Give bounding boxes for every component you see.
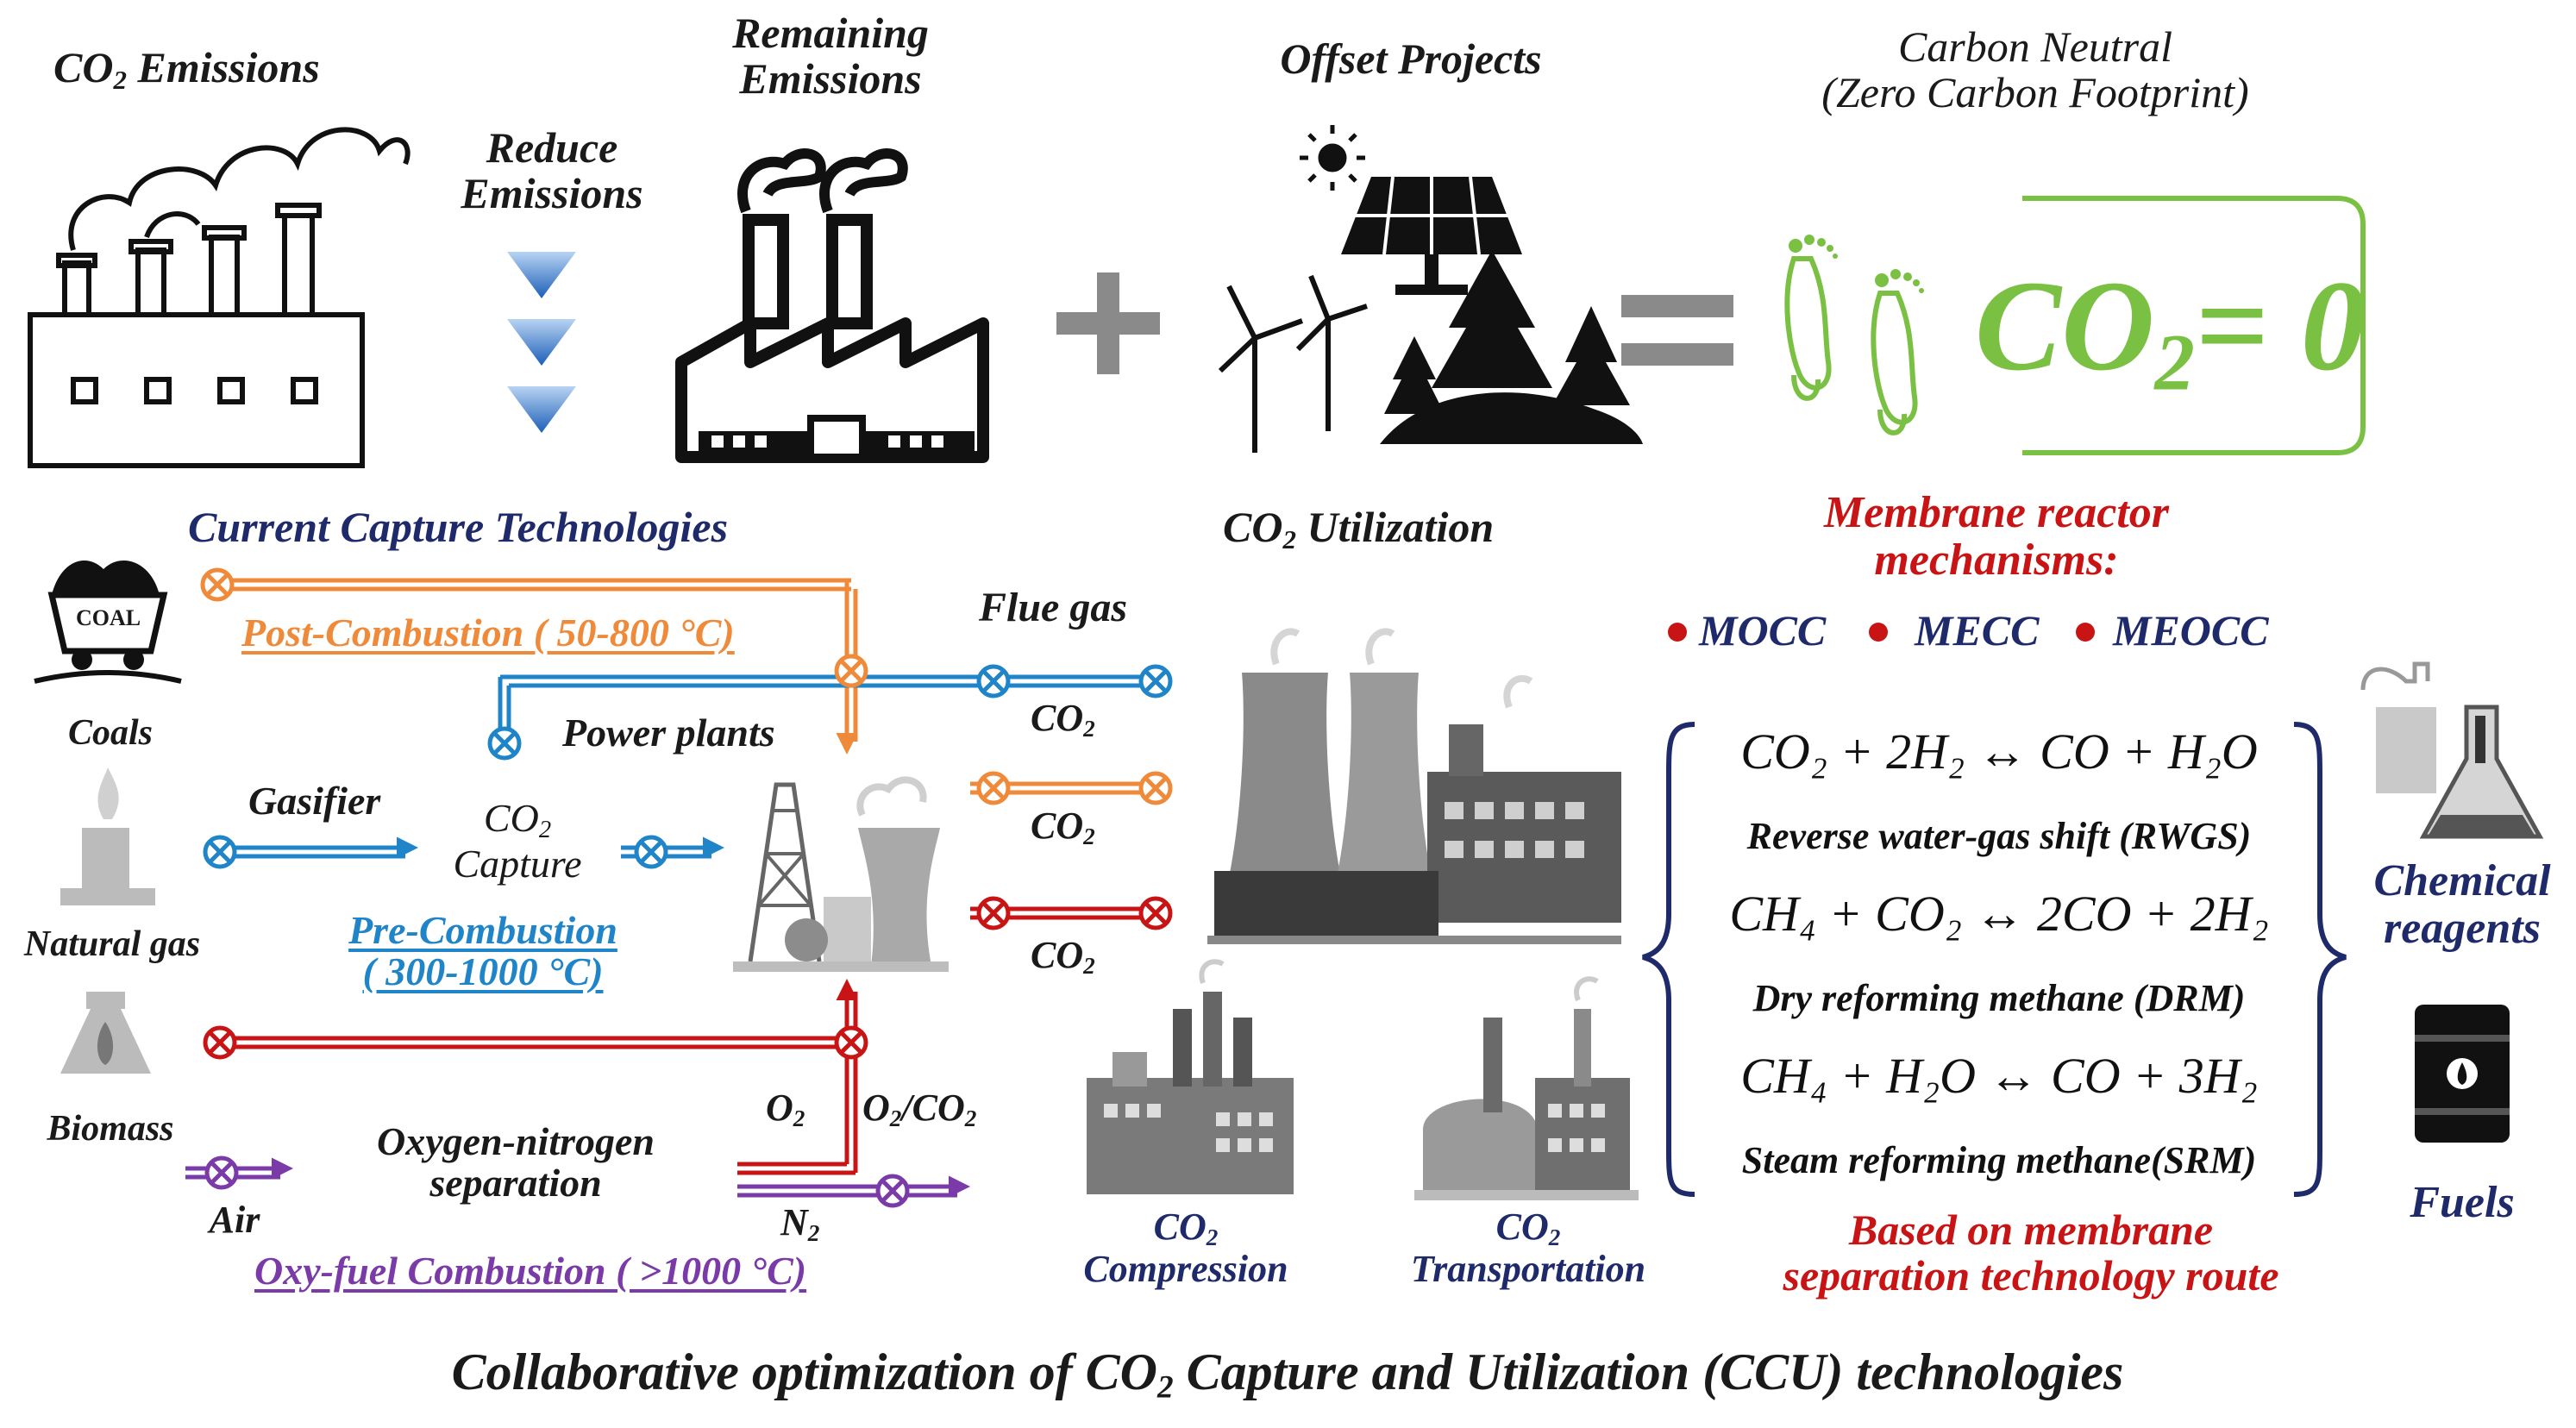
pre-combustion-label: Pre-Combustion( 300-1000 °C) (348, 908, 617, 994)
gas-plant-icon (60, 767, 155, 905)
power-plant-icon (733, 776, 949, 972)
transportation-plant-icon (1414, 976, 1639, 1200)
offset-projects-label: Offset Projects (1280, 34, 1542, 83)
coal-cart-icon (34, 561, 182, 684)
post-combustion-line (217, 578, 1156, 795)
emitting-factory-icon (28, 127, 411, 468)
remaining-factory-icon (675, 148, 989, 463)
co2-output-label-1: CO2 (1031, 697, 1095, 742)
air-label: Air (209, 1199, 260, 1241)
carbon-neutral-label: Carbon Neutral(Zero Carbon Footprint) (1821, 22, 2249, 116)
co2-zero-label: CO2= 0 (1975, 254, 2366, 408)
post-combustion-label: Post-Combustion ( 50-800 °C) (241, 611, 735, 654)
reaction-name-2: Dry reforming methane (DRM) (1752, 977, 2246, 1019)
biomass-flask-icon (60, 992, 151, 1074)
gasifier-label: Gasifier (248, 779, 381, 823)
carbon-neutral-icon (1784, 196, 2366, 455)
coal-cart-text: COAL (76, 605, 141, 630)
figure-caption: Collaborative optimization of CO2 Captur… (451, 1343, 2124, 1406)
natural-gas-label: Natural gas (23, 924, 201, 964)
biomass-label: Biomass (47, 1109, 174, 1149)
coals-label: Coals (67, 713, 154, 753)
reduce-arrows-icon (507, 252, 576, 433)
n2-label: N2 (780, 1201, 820, 1246)
fuel-barrel-icon (2415, 1005, 2510, 1143)
capture-technologies-title: Current Capture Technologies (188, 503, 729, 551)
mechanism-meocc: MEOCC (2113, 606, 2269, 654)
mechanism-mocc: MOCC (1699, 606, 1827, 654)
fuels-label: Fuels (2410, 1178, 2515, 1227)
plus-sign (1056, 272, 1160, 374)
equals-sign (1621, 295, 1733, 366)
mechanism-mecc: MECC (1915, 606, 2040, 654)
reaction-equation-3: CH₄ + H₂O ↔ CO + 3H₂ (1740, 1048, 2258, 1104)
reaction-equation-1: CO₂ + 2H₂ ↔ CO + H₂O (1740, 723, 2258, 780)
utilization-plant-icon (1207, 628, 1621, 944)
pre-combustion-line (235, 674, 1156, 859)
oxy-fuel-label: Oxy-fuel Combustion ( >1000 °C) (254, 1249, 807, 1293)
reaction-equation-2: CH₄ + CO₂ ↔ 2CO + 2H₂ (1729, 886, 2269, 942)
o2-co2-label: O2/CO2 (862, 1087, 977, 1131)
chemical-reagents-icon (2360, 661, 2544, 839)
power-plants-label: Power plants (562, 711, 775, 755)
co2-output-label-2: CO2 (1031, 805, 1095, 849)
co2-emissions-label: CO2 Emissions (53, 43, 320, 95)
reaction-name-1: Reverse water-gas shift (RWGS) (1746, 815, 2252, 857)
co2-output-label-3: CO2 (1031, 934, 1095, 979)
o2-label: O2 (766, 1087, 805, 1131)
offset-projects-icon (1218, 125, 1643, 453)
reaction-name-3: Steam reforming methane(SRM) (1741, 1139, 2257, 1181)
reaction-braces (1642, 722, 2347, 1197)
compression-plant-icon (1087, 959, 1294, 1194)
flue-gas-label: Flue gas (979, 585, 1128, 630)
red-process-line (233, 906, 1156, 1175)
mechanism-bullets (1668, 623, 2095, 642)
co2-utilization-title: CO2 Utilization (1223, 503, 1495, 554)
valve-icons (203, 570, 1170, 1206)
